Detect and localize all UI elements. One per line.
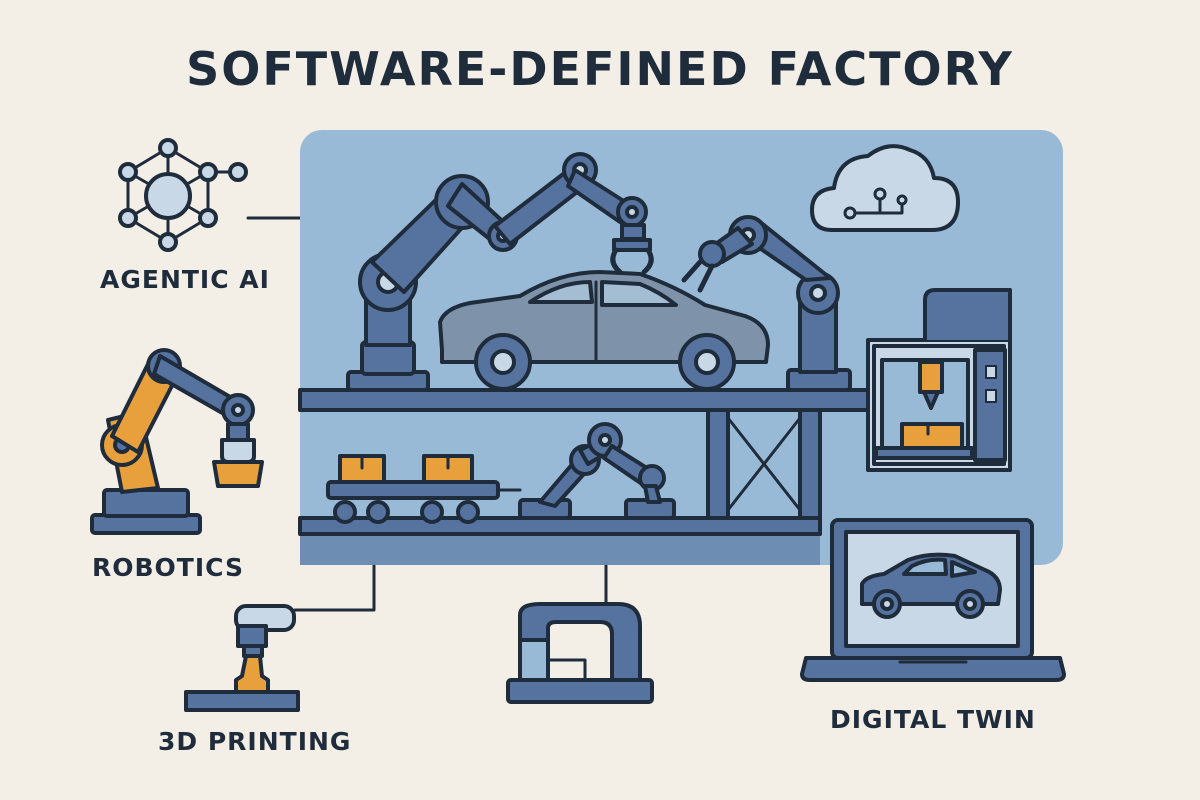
conveyor-structure xyxy=(298,388,872,536)
label-robotics: ROBOTICS xyxy=(92,553,244,582)
robot-arm-lower xyxy=(518,422,676,520)
label-digital-twin: DIGITAL TWIN xyxy=(830,705,1036,734)
car-icon xyxy=(438,270,770,391)
nozzle-icon xyxy=(184,604,300,712)
robot-arm-large-left xyxy=(346,152,648,392)
digital-twin-car-icon xyxy=(860,552,1002,619)
cart-conveyor xyxy=(326,480,522,524)
machine-frame-icon xyxy=(506,602,654,704)
robot-arm-right xyxy=(681,215,852,392)
label-3d-printing: 3D PRINTING xyxy=(158,727,352,756)
box-icon xyxy=(338,454,474,484)
cloud-icon xyxy=(810,144,960,232)
page-title: SOFTWARE-DEFINED FACTORY xyxy=(186,42,1014,96)
gripper-icon xyxy=(610,238,654,275)
printer-icon xyxy=(866,288,1012,472)
network-icon xyxy=(118,138,248,252)
label-agentic-ai: AGENTIC AI xyxy=(100,265,270,294)
robot-arm-icon xyxy=(90,348,264,535)
